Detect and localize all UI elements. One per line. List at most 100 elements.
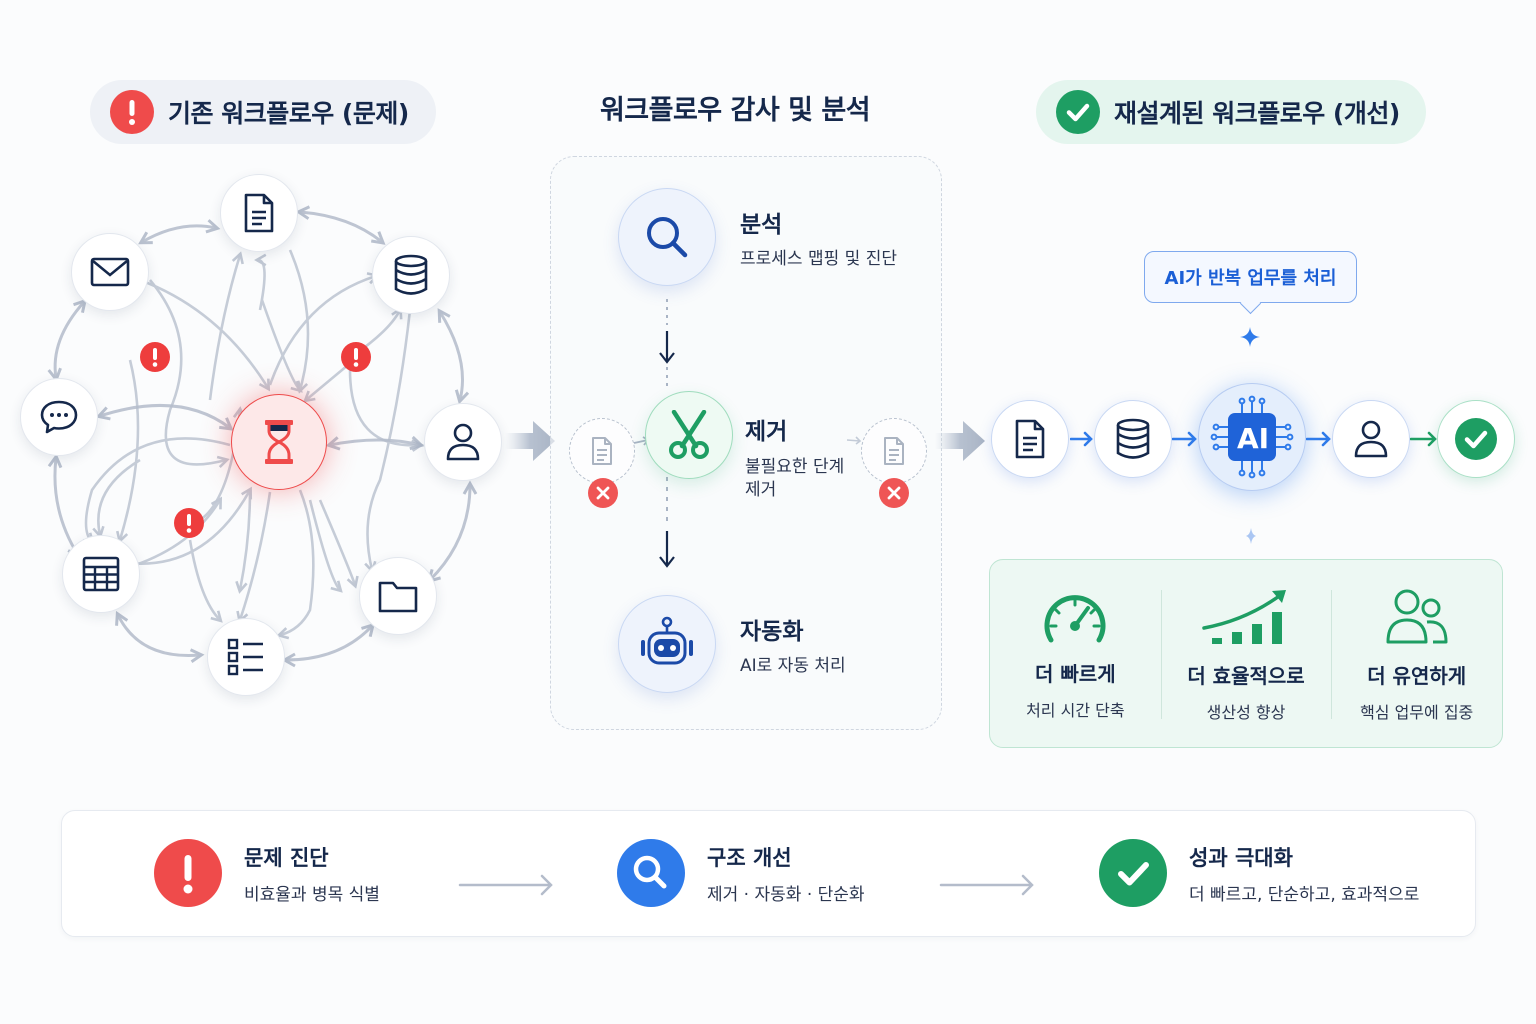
exclamation-icon <box>353 348 359 367</box>
database-node <box>372 236 450 314</box>
ai-chip-label: AI <box>1236 422 1270 455</box>
flow-arrow-right-icon <box>935 421 985 461</box>
summary-bar: 문제 진단 비효율과 병목 식별 구조 개선 제거 · 자동화 · 단순화 성과… <box>61 810 1476 937</box>
warning-marker <box>341 342 371 372</box>
user-icon <box>1354 420 1388 458</box>
automation-step-icon <box>618 595 716 693</box>
flow-document-node <box>991 400 1069 478</box>
flow-database-node <box>1094 400 1172 478</box>
summary-improve: 구조 개선 제거 · 자동화 · 단순화 <box>617 839 865 907</box>
users-icon <box>1386 589 1448 644</box>
user-icon <box>446 423 480 461</box>
document-icon <box>884 437 904 465</box>
document-icon <box>592 437 612 465</box>
bottleneck-node <box>231 394 327 490</box>
flow-complete-node <box>1437 400 1515 478</box>
ai-engine-node: AI <box>1198 383 1306 491</box>
analysis-step-desc: 프로세스 맵핑 및 진단 <box>740 249 897 269</box>
exclamation-icon <box>186 514 192 533</box>
improved-section-title: 재설계된 워크플로우 (개선) <box>1114 99 1400 128</box>
flow-arrow-right-icon <box>505 421 555 461</box>
flow-arrow-icon <box>1306 431 1331 447</box>
search-icon <box>647 217 688 258</box>
remove-step-icon <box>645 391 733 479</box>
table-node <box>62 535 140 613</box>
hourglass-icon <box>265 420 293 464</box>
sparkle-icon <box>1246 528 1256 544</box>
legacy-workflow-network <box>0 160 540 720</box>
audit-section-title: 워크플로우 감사 및 분석 <box>599 95 871 126</box>
exclamation-icon <box>152 348 158 367</box>
summary-desc: 더 빠르고, 단순하고, 효과적으로 <box>1189 884 1420 905</box>
automation-step-title: 자동화 <box>740 619 804 645</box>
table-icon <box>82 556 120 592</box>
summary-maximize: 성과 극대화 더 빠르고, 단순하고, 효과적으로 <box>1099 839 1419 907</box>
benefit-flexible: 더 유연하게 핵심 업무에 집중 <box>1331 560 1502 747</box>
database-icon <box>1116 418 1150 459</box>
removed-step-right <box>861 418 927 484</box>
remove-step-desc: 불필요한 단계 제거 <box>745 457 845 500</box>
small-arrow-icon <box>846 436 862 445</box>
growth-chart-icon <box>1202 590 1286 644</box>
benefit-desc: 처리 시간 단축 <box>1026 701 1125 720</box>
flow-arrow-icon <box>1172 431 1197 447</box>
check-icon <box>1455 418 1497 460</box>
user-node <box>424 403 502 481</box>
flow-arrow-icon <box>1070 431 1093 447</box>
document-icon <box>1015 419 1045 459</box>
improved-section-header: 재설계된 워크플로우 (개선) <box>1036 80 1426 144</box>
robot-icon <box>641 616 693 665</box>
mail-node <box>71 233 149 311</box>
benefit-desc: 생산성 향상 <box>1206 703 1286 722</box>
problem-section-title: 기존 워크플로우 (문제) <box>168 99 409 128</box>
summary-diagnose: 문제 진단 비효율과 병목 식별 <box>154 839 380 907</box>
alert-icon <box>110 90 154 134</box>
summary-title: 구조 개선 <box>707 845 792 870</box>
benefit-desc: 핵심 업무에 집중 <box>1360 703 1474 722</box>
removed-step-left <box>569 418 635 484</box>
folder-icon <box>378 581 418 613</box>
tangled-connectors <box>47 205 478 668</box>
folder-node <box>359 557 437 635</box>
summary-desc: 비효율과 병목 식별 <box>244 884 380 905</box>
benefit-title: 더 유연하게 <box>1367 664 1467 688</box>
check-circle-icon <box>1099 839 1167 907</box>
benefits-panel: 더 빠르게 처리 시간 단축 더 효율적으로 생산성 향상 더 유연하게 핵심 … <box>989 559 1503 748</box>
summary-desc: 제거 · 자동화 · 단순화 <box>707 884 865 905</box>
alert-icon <box>154 839 222 907</box>
remove-x-icon <box>588 478 618 508</box>
problem-section-header: 기존 워크플로우 (문제) <box>90 80 436 144</box>
benefit-efficient: 더 효율적으로 생산성 향상 <box>1160 560 1332 747</box>
arrow-right-icon <box>458 874 553 896</box>
search-icon <box>617 839 685 907</box>
chat-node <box>20 378 98 456</box>
warning-marker <box>174 508 204 538</box>
speedometer-icon <box>1044 595 1106 643</box>
check-circle-icon <box>1056 90 1100 134</box>
arrow-right-icon <box>939 874 1034 896</box>
document-icon <box>244 193 274 233</box>
summary-title: 문제 진단 <box>244 845 329 870</box>
benefit-title: 더 효율적으로 <box>1187 664 1305 688</box>
chat-icon <box>40 400 78 434</box>
scissors-icon <box>669 410 709 459</box>
database-icon <box>394 254 428 295</box>
step-connector-down <box>659 299 675 568</box>
benefit-faster: 더 빠르게 처리 시간 단축 <box>990 560 1161 747</box>
analysis-step-icon <box>618 188 716 286</box>
analysis-step-title: 분석 <box>740 212 783 238</box>
flow-user-node <box>1332 400 1410 478</box>
automation-step-desc: AI로 자동 처리 <box>740 656 846 676</box>
flow-arrow-icon <box>1410 431 1437 447</box>
mail-icon <box>90 257 130 287</box>
sparkle-icon <box>1240 327 1260 347</box>
checklist-icon <box>227 638 263 676</box>
benefit-title: 더 빠르게 <box>1035 662 1116 686</box>
warning-marker <box>140 342 170 372</box>
summary-title: 성과 극대화 <box>1189 845 1293 870</box>
document-node <box>220 174 298 252</box>
remove-x-icon <box>879 478 909 508</box>
ai-callout: AI가 반복 업무를 처리 <box>1144 251 1357 303</box>
ai-chip-icon <box>1210 395 1294 479</box>
remove-step-title: 제거 <box>745 419 788 445</box>
